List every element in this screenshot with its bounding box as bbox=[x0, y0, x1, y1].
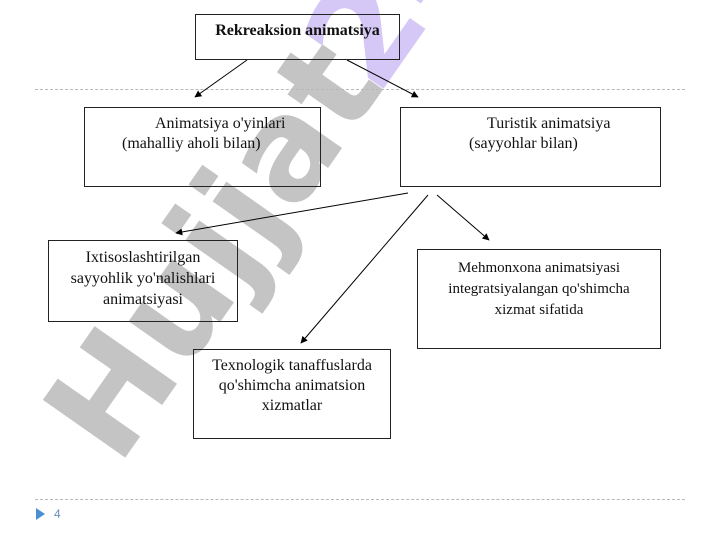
technological-line-2: qo'shimcha animatsion bbox=[218, 377, 366, 394]
bottom-separator bbox=[35, 499, 685, 500]
specialized-line-1: Ixtisoslashtirilgan bbox=[85, 249, 201, 266]
page-number: 4 bbox=[54, 507, 61, 521]
specialized-line-3: animatsiyasi bbox=[103, 291, 183, 308]
branch-tourist-line-1: Turistik animatsiya bbox=[487, 115, 611, 132]
branch-games-line-2: (mahalliy aholi bilan) bbox=[122, 135, 261, 152]
branch-games-line-1: Animatsiya o'yinlari bbox=[155, 115, 286, 132]
hotel-line-3: xizmat sifatida bbox=[494, 302, 584, 318]
arrow-right-to-technological bbox=[300, 194, 429, 344]
root-label: Rekreaksion animatsiya bbox=[215, 22, 380, 39]
arrow-right-to-hotel bbox=[436, 194, 490, 241]
slide-marker-icon bbox=[36, 508, 45, 520]
arrow-right-to-specialized bbox=[175, 192, 409, 236]
top-separator bbox=[35, 89, 685, 90]
hotel-line-2: integratsiyalangan qo'shimcha bbox=[448, 281, 630, 297]
technological-line-3: xizmatlar bbox=[261, 397, 323, 414]
child-node-specialized: Ixtisoslashtirilgan sayyohlik yo'nalishl… bbox=[48, 240, 238, 322]
branch-node-tourist: Turistik animatsiya (sayyohlar bilan) bbox=[400, 107, 661, 187]
child-node-technological: Texnologik tanaffuslarda qo'shimcha anim… bbox=[193, 349, 391, 439]
technological-line-1: Texnologik tanaffuslarda bbox=[212, 357, 372, 374]
root-node: Rekreaksion animatsiya bbox=[195, 14, 400, 60]
child-node-hotel: Mehmonxona animatsiyasi integratsiyalang… bbox=[417, 249, 661, 349]
branch-tourist-line-2: (sayyohlar bilan) bbox=[469, 135, 578, 152]
specialized-line-2: sayyohlik yo'nalishlari bbox=[70, 270, 216, 287]
arrow-root-to-left bbox=[194, 59, 248, 98]
branch-node-games: Animatsiya o'yinlari (mahalliy aholi bil… bbox=[84, 107, 321, 187]
hotel-line-1: Mehmonxona animatsiyasi bbox=[457, 260, 621, 276]
arrow-root-to-right bbox=[346, 59, 419, 98]
